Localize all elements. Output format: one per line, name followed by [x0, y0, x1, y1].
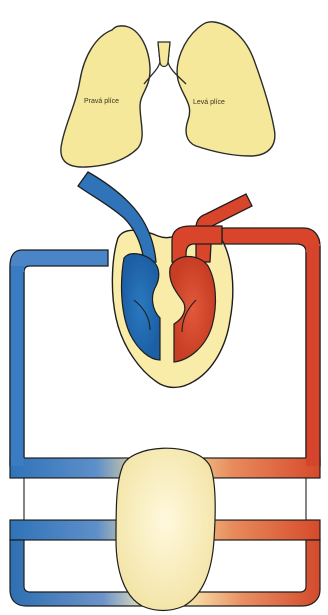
right-lung [61, 26, 150, 167]
systemic-artery-loop [222, 228, 320, 466]
systemic-vein-loop [10, 250, 108, 466]
left-lung-label: Levá plíce [193, 99, 225, 106]
left-lung [177, 22, 275, 156]
left-vertical-band [10, 266, 24, 466]
right-vertical-band [306, 244, 320, 466]
right-lung-label: Pravá plíce [84, 98, 119, 105]
trachea-tube [158, 42, 170, 67]
right-upper-window [210, 478, 306, 520]
body-capillary-bed [116, 448, 215, 610]
left-upper-window [24, 478, 122, 520]
